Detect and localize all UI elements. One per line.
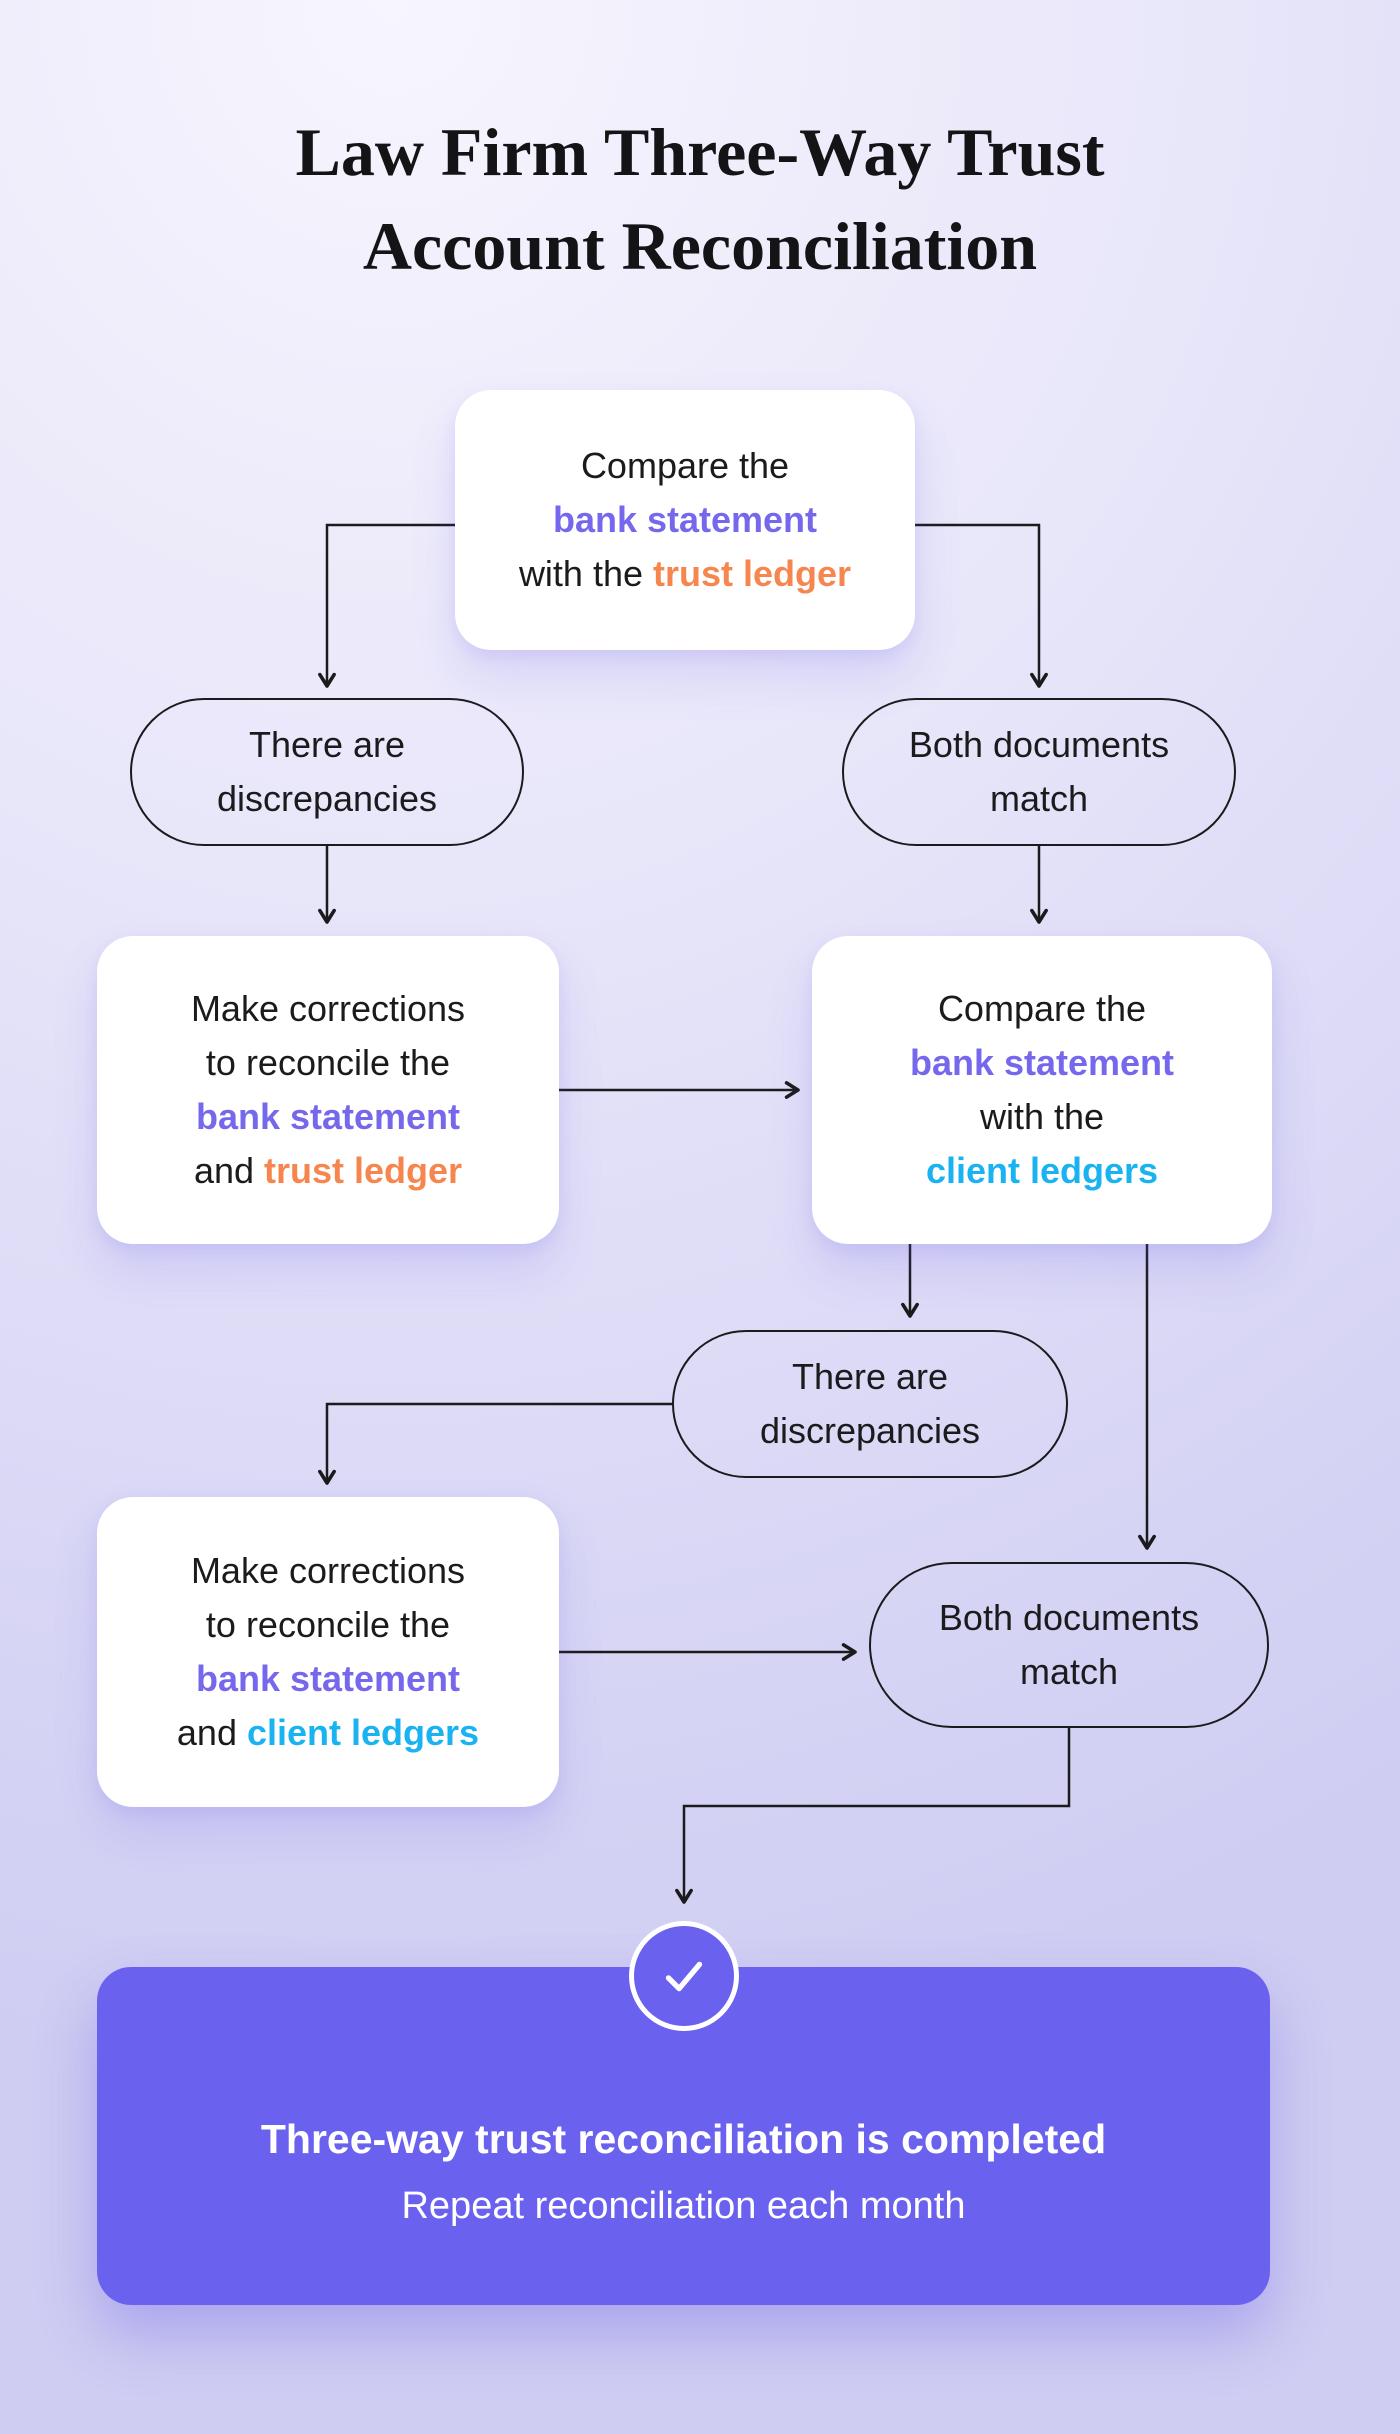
connector-discrepancies2-to-corrections2 (318, 1402, 672, 1485)
page-title-line1: Law Firm Three-Way Trust (295, 114, 1105, 190)
connector-match2-to-final (675, 1728, 1071, 1904)
page-title: Law Firm Three-Way Trust Account Reconci… (0, 106, 1400, 294)
page-title-line2: Account Reconciliation (362, 207, 1038, 284)
connector-compare1-to-discrepancies1 (318, 523, 455, 688)
final-heading: Three-way trust reconciliation is comple… (260, 2115, 1107, 2162)
connector-compare1-to-match1 (915, 523, 1048, 688)
node-final-completed: Three-way trust reconciliation is comple… (97, 1921, 1270, 2305)
check-icon (628, 1921, 739, 2031)
final-subheading: Repeat reconciliation each month (401, 2185, 966, 2228)
